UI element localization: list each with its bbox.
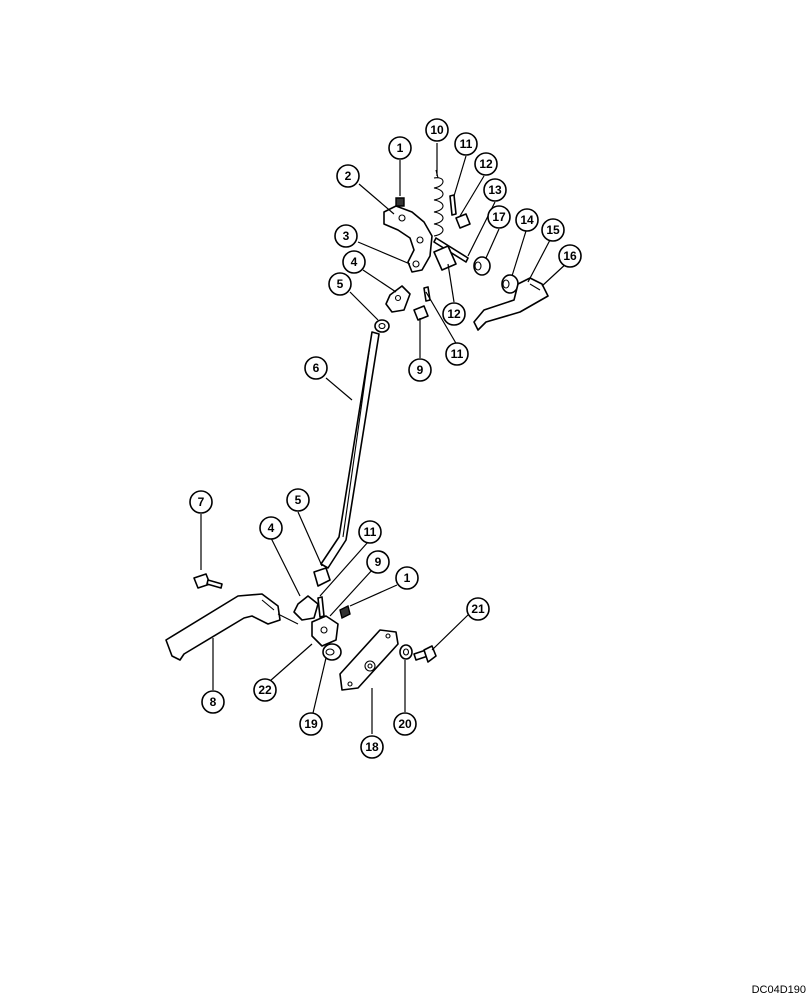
svg-text:20: 20 [398,717,412,731]
callout-4-lower: 4 [259,516,283,540]
parts-artwork [165,169,549,691]
upper-pins [413,286,431,321]
svg-text:14: 14 [520,213,534,227]
svg-text:11: 11 [364,525,377,539]
callout-1-lower: 1 [395,566,419,590]
svg-text:2: 2 [345,169,352,183]
key [193,573,223,589]
spring [433,169,444,237]
svg-text:12: 12 [447,307,461,321]
callout-16: 16 [558,244,582,268]
callout-18: 18 [360,735,384,759]
upper-spring-pins [433,194,471,271]
svg-text:11: 11 [451,347,464,361]
svg-text:5: 5 [295,493,302,507]
callout-21: 21 [466,597,490,621]
link-rod [320,331,380,569]
washer-bolt [399,644,437,663]
callout-12-upper-b: 12 [442,302,466,326]
svg-text:3: 3 [343,229,350,243]
callout-12-upper-a: 12 [474,152,498,176]
callout-10: 10 [425,118,449,142]
callout-9-lower: 9 [366,550,390,574]
svg-text:4: 4 [268,521,275,535]
callout-11-upper-a: 11 [454,132,478,156]
svg-text:12: 12 [479,157,493,171]
svg-text:9: 9 [375,555,382,569]
upper-bushings [473,256,519,294]
leader-lines [200,143,569,734]
mounting-plate [339,629,399,691]
lower-nut [313,567,331,587]
svg-text:1: 1 [404,571,411,585]
svg-text:21: 21 [471,602,485,616]
svg-text:8: 8 [210,695,217,709]
lower-clevis [293,595,319,621]
svg-text:22: 22 [258,683,272,697]
svg-text:11: 11 [460,137,473,151]
upper-bracket [383,197,433,273]
lower-pins [317,596,351,620]
svg-text:4: 4 [351,255,358,269]
upper-clevis [385,285,411,313]
upper-handle [473,277,549,331]
callout-15: 15 [541,218,565,242]
svg-text:5: 5 [337,277,344,291]
callout-22: 22 [253,678,277,702]
svg-text:16: 16 [563,249,577,263]
svg-text:9: 9 [417,363,424,377]
callout-11-upper-b: 11 [445,342,469,366]
callout-8: 8 [201,690,225,714]
callout-3: 3 [334,224,358,248]
callout-13: 13 [483,178,507,202]
callout-1-upper: 1 [388,136,412,160]
callout-7: 7 [189,490,213,514]
svg-text:17: 17 [492,210,506,224]
callout-14: 14 [515,208,539,232]
callout-20: 20 [393,712,417,736]
lower-handle [165,593,299,661]
callout-17: 17 [487,205,511,229]
callout-2: 2 [336,164,360,188]
callout-6: 6 [304,356,328,380]
svg-text:15: 15 [546,223,560,237]
svg-text:1: 1 [397,141,404,155]
svg-text:10: 10 [430,123,444,137]
callout-9-upper: 9 [408,358,432,382]
svg-text:6: 6 [313,361,320,375]
callout-19: 19 [299,712,323,736]
callout-5-upper: 5 [328,272,352,296]
drawing-code: DC04D190 [751,984,806,996]
upper-nut [374,319,390,333]
lower-hub [311,615,342,661]
callout-4-upper: 4 [342,250,366,274]
svg-text:19: 19 [304,717,318,731]
svg-text:7: 7 [198,495,205,509]
callout-5-lower: 5 [286,488,310,512]
callout-11-lower: 11 [358,520,382,544]
callouts: 1 2 3 4 5 6 9 10 11 11 12 12 13 14 15 16… [189,118,582,759]
svg-text:13: 13 [488,183,502,197]
svg-text:18: 18 [365,740,379,754]
